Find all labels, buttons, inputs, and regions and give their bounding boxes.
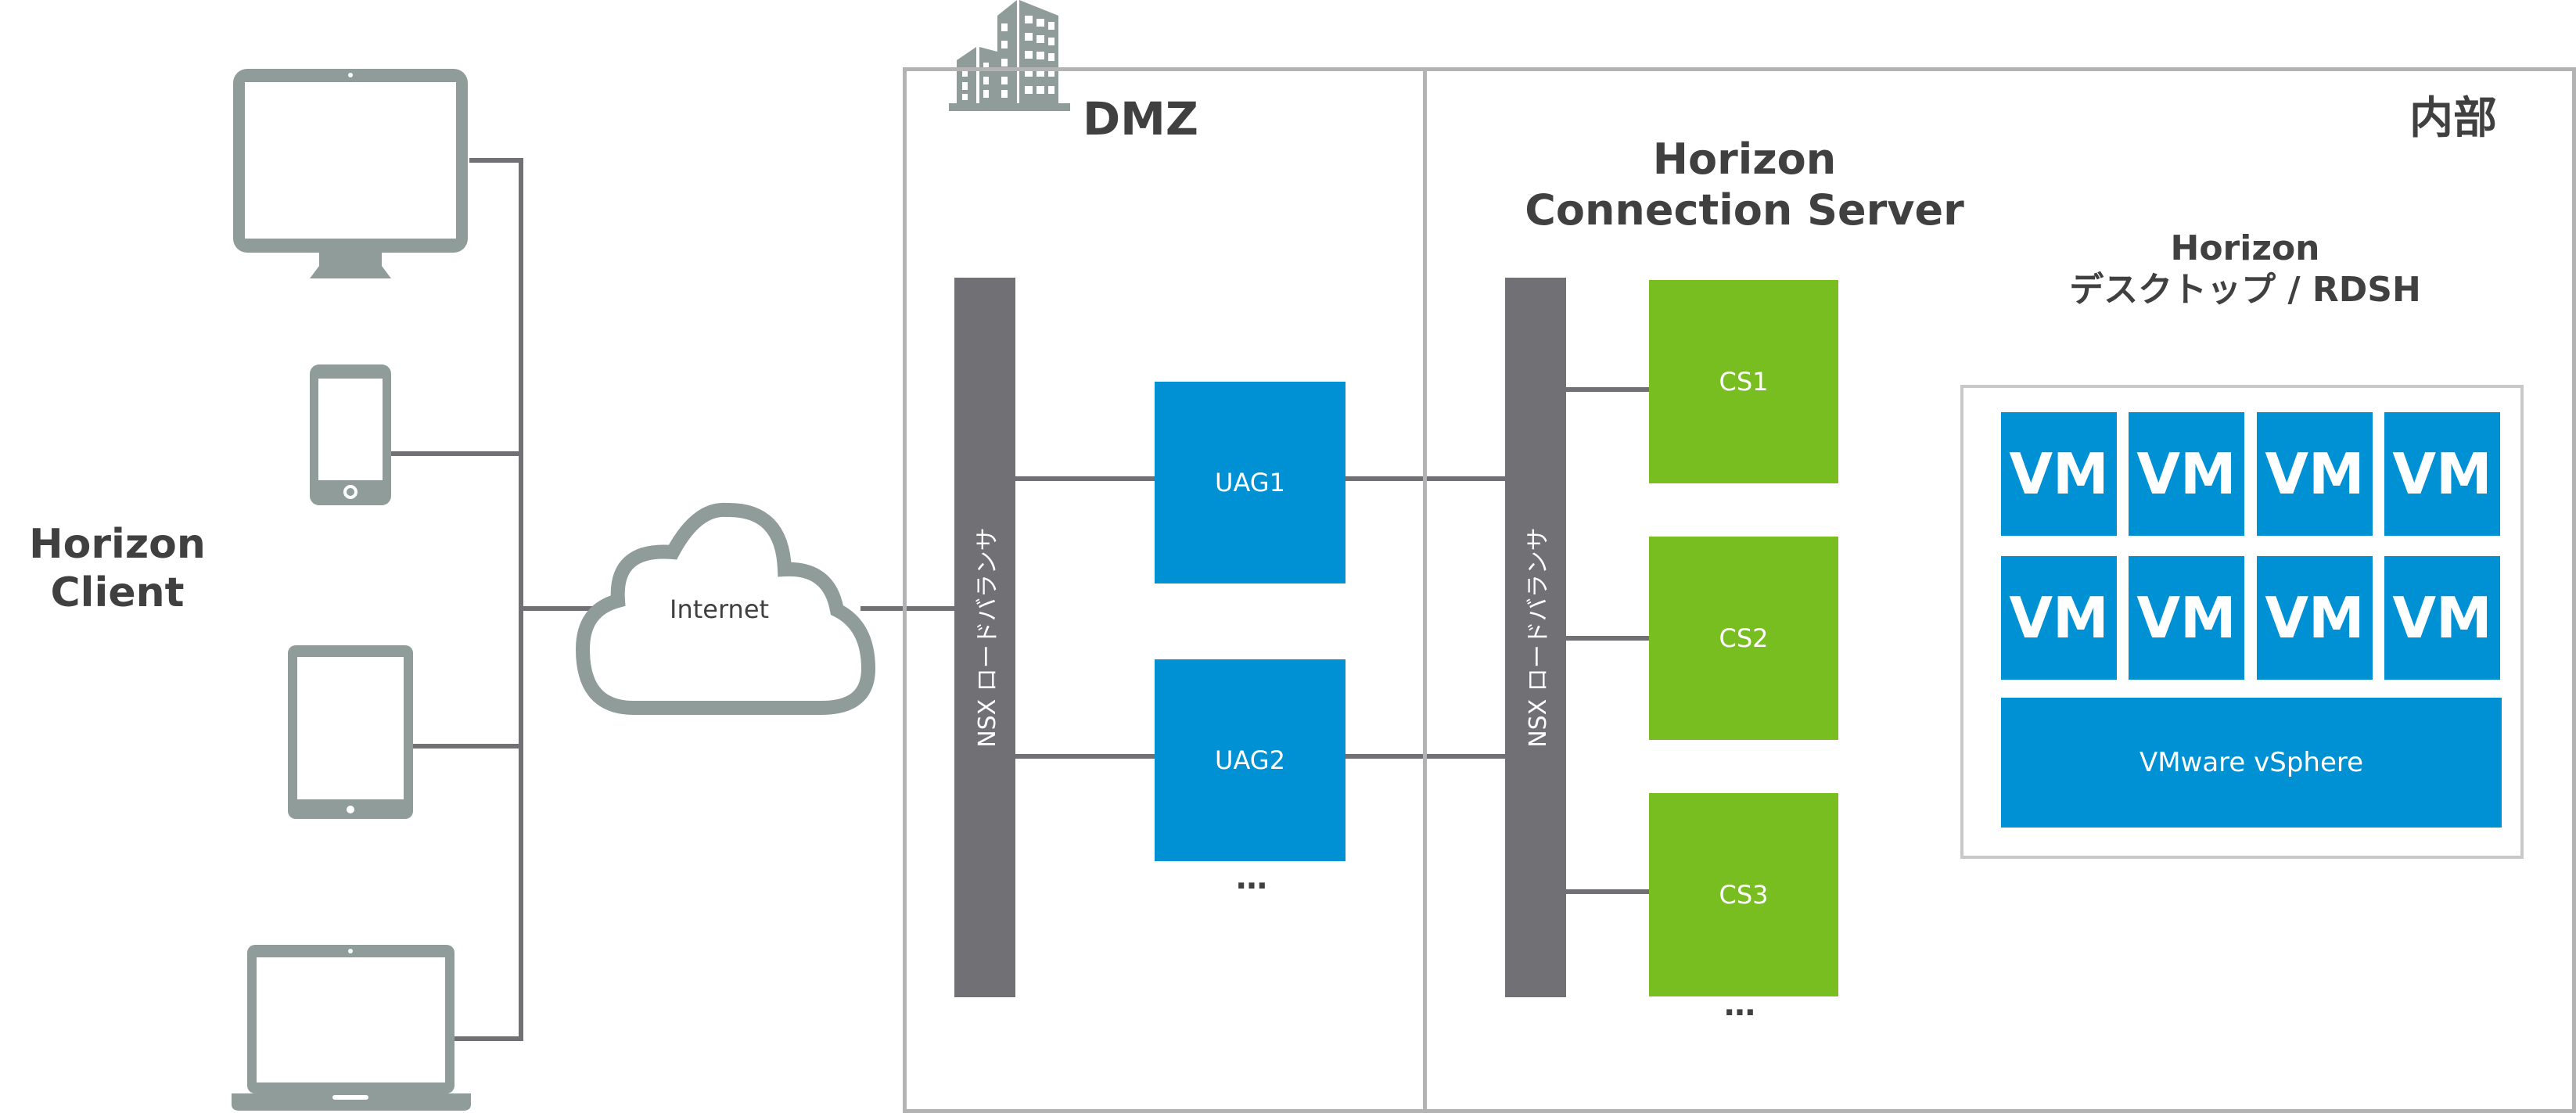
- cs-ellipsis: …: [1724, 987, 1755, 1023]
- vm-box[interactable]: VM: [2384, 412, 2500, 536]
- internal-load-balancer-label: NSX ロードバランサ: [1525, 527, 1552, 748]
- internet-label: Internet: [670, 594, 770, 624]
- dmz-load-balancer[interactable]: NSX ロードバランサ: [954, 278, 1015, 997]
- laptop-icon: [232, 945, 471, 1111]
- vsphere-box[interactable]: VMware vSphere: [2001, 698, 2502, 828]
- uag2-box[interactable]: UAG2: [1155, 659, 1345, 861]
- desktop-pool-frame: [1960, 385, 2524, 859]
- horizon-client-label: Horizon Client: [29, 521, 206, 617]
- vm-box[interactable]: VM: [2384, 556, 2500, 680]
- cs2-box[interactable]: CS2: [1649, 537, 1838, 740]
- cs3-box[interactable]: CS3: [1649, 793, 1838, 996]
- vm-box[interactable]: VM: [2257, 412, 2373, 536]
- vm-box[interactable]: VM: [2001, 556, 2117, 680]
- internal-title: 内部: [2409, 93, 2497, 144]
- connection-server-title: Horizon Connection Server: [1525, 135, 1964, 235]
- cs1-box[interactable]: CS1: [1649, 280, 1838, 483]
- uag-ellipsis: …: [1236, 860, 1267, 896]
- desktop-title: Horizon デスクトップ / RDSH: [2069, 228, 2421, 310]
- monitor-icon: [233, 69, 468, 278]
- internal-load-balancer[interactable]: NSX ロードバランサ: [1505, 278, 1566, 997]
- dmz-title: DMZ: [1083, 92, 1198, 145]
- vm-box[interactable]: VM: [2257, 556, 2373, 680]
- vm-box[interactable]: VM: [2001, 412, 2117, 536]
- cloud-icon: [575, 502, 876, 715]
- dmz-load-balancer-label: NSX ロードバランサ: [974, 527, 1001, 748]
- uag1-box[interactable]: UAG1: [1155, 382, 1345, 583]
- tablet-icon: [288, 645, 413, 819]
- vm-box[interactable]: VM: [2129, 556, 2244, 680]
- internal-zone: [1423, 67, 2576, 1113]
- phone-icon: [310, 364, 391, 505]
- vm-box[interactable]: VM: [2129, 412, 2244, 536]
